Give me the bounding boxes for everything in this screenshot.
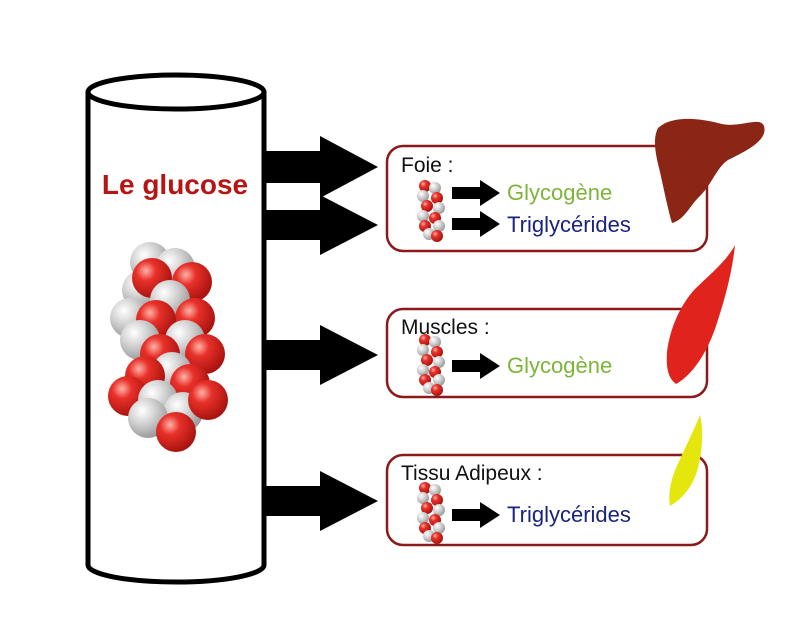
product-glycogene: Glycogène — [507, 353, 612, 378]
liver-icon — [654, 118, 765, 223]
small-arrow — [452, 502, 500, 528]
arrow-to-muscles — [262, 325, 378, 385]
carbon-atom — [417, 364, 429, 376]
small-arrow — [452, 211, 500, 237]
carbon-atom — [429, 336, 441, 348]
glucose-molecule-cluster — [108, 242, 228, 452]
oxygen-atom — [431, 494, 443, 506]
organ-label-tissu-adipeux: Tissu Adipeux : — [401, 462, 543, 485]
oxygen-atom — [421, 354, 433, 366]
oxygen-atom — [419, 180, 431, 192]
oxygen-atom — [419, 334, 431, 346]
carbon-atom — [417, 190, 429, 202]
product-triglycerides: Triglycérides — [507, 212, 631, 237]
carbon-atom — [433, 202, 445, 214]
organ-box-foie: Foie : Glycogène Triglycérides — [385, 144, 709, 253]
small-arrow — [452, 180, 500, 206]
adipose-icon — [669, 415, 703, 506]
carbon-atom — [417, 344, 429, 356]
cylinder-title: Le glucose — [102, 169, 248, 200]
arrow-to-liver-2 — [262, 195, 378, 255]
oxygen-atom — [431, 346, 443, 358]
oxygen-atom — [431, 192, 443, 204]
mini-molecule-icon — [417, 334, 445, 396]
arrow-to-adipose — [262, 471, 378, 531]
carbon-atom — [417, 492, 429, 504]
carbon-atom — [429, 484, 441, 496]
small-arrow — [452, 353, 500, 379]
product-triglycerides: Triglycérides — [507, 502, 631, 527]
oxygen-atom — [421, 200, 433, 212]
mini-molecule-icon — [417, 180, 445, 242]
oxygen-atom — [156, 412, 196, 452]
oxygen-atom — [419, 482, 431, 494]
arrow-to-liver-1 — [262, 136, 378, 198]
carbon-atom — [433, 522, 445, 534]
oxygen-atom — [188, 380, 228, 420]
carbon-atom — [417, 210, 429, 222]
carbon-atom — [433, 504, 445, 516]
oxygen-atom — [421, 502, 433, 514]
oxygen-atom — [185, 334, 225, 374]
carbon-atom — [433, 374, 445, 386]
big-arrows — [262, 136, 378, 531]
oxygen-atom — [431, 384, 443, 396]
organ-box-muscles: Muscles : Glycogène — [385, 307, 709, 399]
carbon-atom — [433, 220, 445, 232]
organ-label-foie: Foie : — [401, 154, 454, 177]
carbon-atom — [417, 512, 429, 524]
product-glycogene: Glycogène — [507, 180, 612, 205]
muscle-icon — [666, 245, 735, 384]
organ-label-muscles: Muscles : — [401, 316, 490, 339]
oxygen-atom — [431, 532, 443, 544]
organ-box-tissu-adipeux: Tissu Adipeux : Triglycérides — [385, 453, 709, 547]
mini-molecule-icon — [417, 482, 445, 544]
carbon-atom — [429, 182, 441, 194]
carbon-atom — [433, 356, 445, 368]
oxygen-atom — [431, 230, 443, 242]
